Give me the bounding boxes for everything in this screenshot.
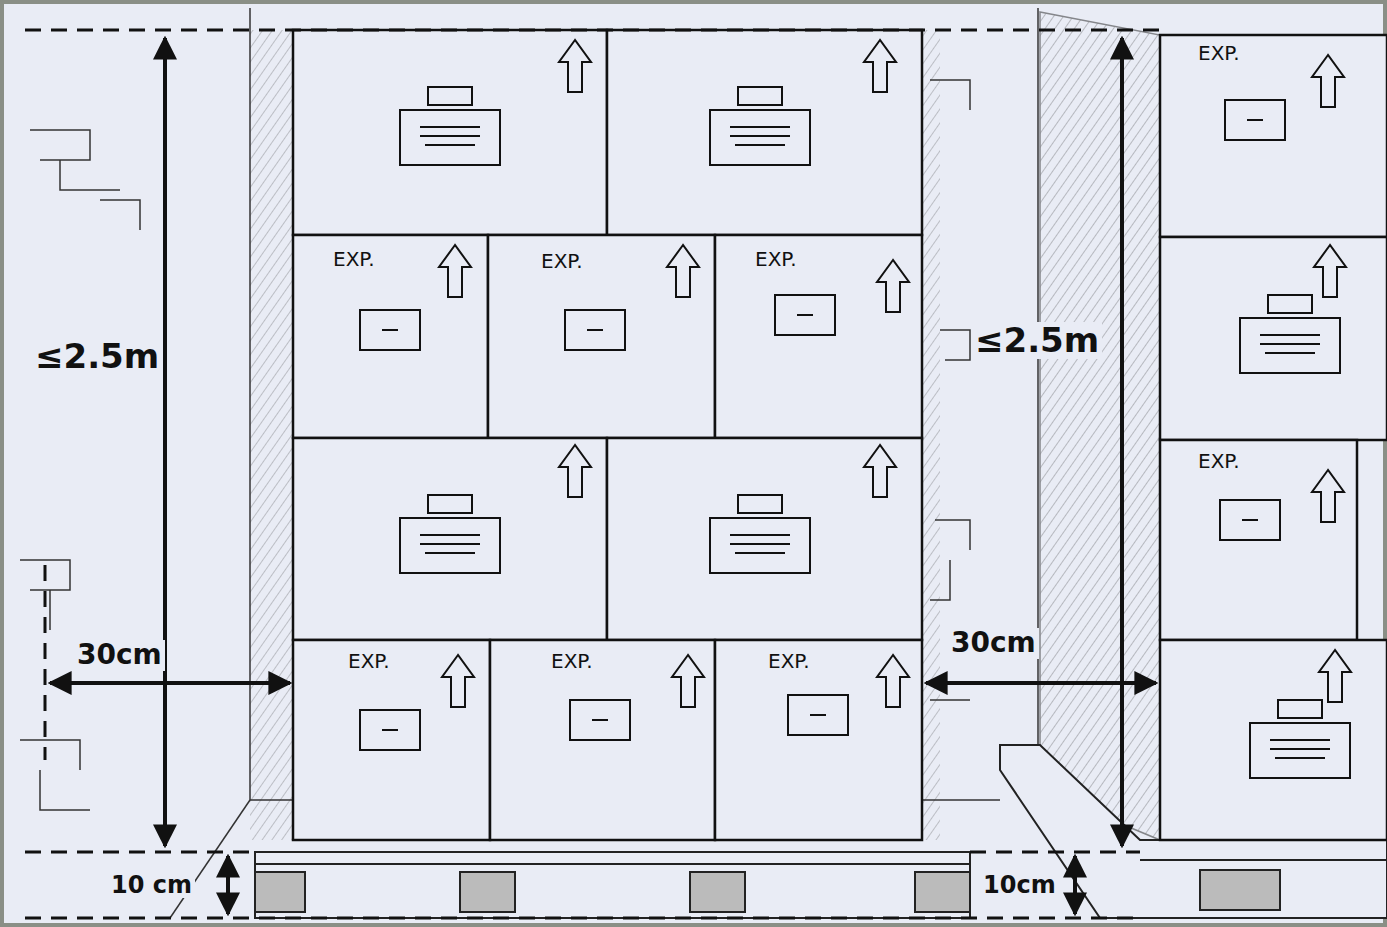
carton-mark [1242,519,1258,521]
carton-mark [788,695,848,735]
carton-mark [672,655,704,707]
stretch-wrap [922,30,940,840]
carton-mark [775,295,835,335]
dimension-label: 10 cm [108,872,195,898]
carton-mark [1319,650,1351,702]
dimension-arrow [50,38,1156,914]
carton-mark [592,719,608,721]
carton-mark [864,445,896,497]
expiry-mark: EXP. [752,248,800,270]
dimension-label: ≤2.5m [32,338,162,375]
carton-mark [1225,100,1285,140]
carton-mark [1240,318,1340,373]
dimension-label: ≤2.5m [972,322,1102,359]
carton-mark [360,710,420,750]
carton-mark [400,110,500,165]
expiry-mark: EXP. [765,650,813,672]
carton-mark [559,445,591,497]
carton-mark [738,495,782,513]
carton-mark [1278,700,1322,718]
stretch-wrap [250,30,293,840]
carton-mark [442,655,474,707]
carton-mark [1260,335,1320,353]
carton-mark [1312,55,1344,107]
carton-mark [1312,470,1344,522]
expiry-mark: EXP. [548,650,596,672]
carton-mark [877,655,909,707]
carton-mark [710,518,810,573]
carton-marks [360,40,1351,778]
expiry-mark: EXP. [330,248,378,270]
carton-mark [565,310,625,350]
wall [20,8,1038,918]
guide-line [25,30,1160,918]
dimension-label: 10cm [980,872,1059,898]
carton-mark [797,314,813,316]
carton-mark [1247,119,1263,121]
carton-mark [382,329,398,331]
carton-mark [420,127,480,145]
expiry-mark: EXP. [1195,450,1243,472]
carton-mark [1314,245,1346,297]
expiry-mark: EXP. [345,650,393,672]
carton-mark [864,40,896,92]
carton-mark [738,87,782,105]
carton-mark [587,329,603,331]
carton-mark [1270,740,1330,758]
carton [293,30,1387,840]
carton-mark [559,40,591,92]
carton-mark [730,535,790,553]
carton-mark [877,260,909,312]
carton-mark [710,110,810,165]
carton-mark [439,245,471,297]
carton-mark [1250,723,1350,778]
carton-mark [667,245,699,297]
dimension-label: 30cm [948,628,1039,659]
dimension-label: 30cm [74,640,165,671]
carton-mark [1268,295,1312,313]
carton-mark [1220,500,1280,540]
carton-mark [400,518,500,573]
carton-mark [570,700,630,740]
expiry-mark: EXP. [538,250,586,272]
stretch-wrap [1040,12,1160,840]
carton-mark [428,495,472,513]
carton-mark [382,729,398,731]
carton-mark [428,87,472,105]
carton-mark [810,714,826,716]
carton-mark [420,535,480,553]
carton-mark [360,310,420,350]
expiry-mark: EXP. [1195,42,1243,64]
carton-mark [730,127,790,145]
